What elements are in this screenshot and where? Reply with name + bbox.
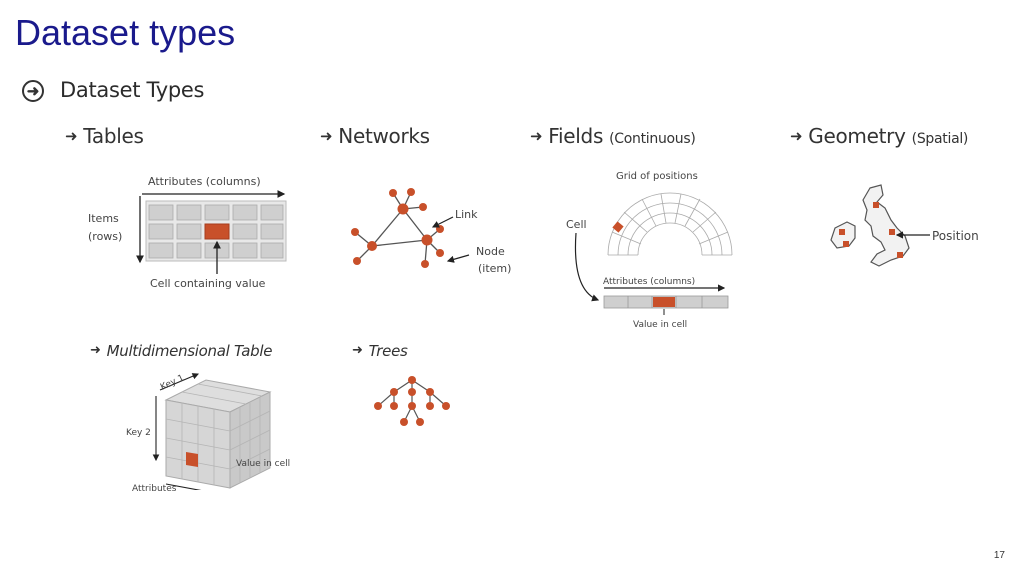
- trees-heading: ➜ Trees: [352, 342, 408, 360]
- tables-heading-text: Tables: [83, 124, 144, 148]
- tables-cell-label: Cell containing value: [150, 277, 266, 290]
- networks-node-label: Node: [476, 245, 505, 258]
- table-diagram: [136, 190, 287, 274]
- tables-rows-label: (rows): [88, 230, 123, 243]
- geometry-position-label: Position: [932, 229, 979, 243]
- networks-item-label: (item): [478, 262, 512, 275]
- fields-heading-text: Fields: [548, 124, 604, 148]
- network-diagram: [351, 188, 470, 268]
- trees-heading-text: Trees: [368, 342, 408, 360]
- multidim-heading-text: Multidimensional Table: [106, 342, 273, 360]
- geometry-heading: ➜ Geometry (Spatial): [790, 124, 968, 148]
- multidim-key2-label: Key 2: [126, 428, 151, 438]
- tables-items-label: Items: [88, 212, 119, 225]
- fields-columns-label: Attributes (columns): [603, 277, 696, 287]
- geometry-map: [830, 184, 930, 267]
- multidim-cube: [152, 373, 272, 490]
- fields-grid-label: Grid of positions: [616, 171, 698, 182]
- fields-value-label: Value in cell: [633, 320, 688, 330]
- arrow-icon: ➜: [320, 127, 333, 145]
- circle-arrow-icon: ➜: [22, 80, 44, 102]
- networks-heading-text: Networks: [338, 124, 430, 148]
- fields-heading-sub: (Continuous): [609, 131, 696, 147]
- networks-heading: ➜ Networks: [320, 124, 430, 148]
- multidim-attributes-label: Attributes: [132, 484, 177, 494]
- tree-diagram: [374, 376, 450, 426]
- arrow-icon: ➜: [65, 127, 78, 145]
- field-diagram: [574, 192, 733, 315]
- fields-heading: ➜ Fields (Continuous): [530, 124, 696, 148]
- fields-cell-label: Cell: [566, 218, 587, 231]
- geometry-heading-sub: (Spatial): [911, 131, 969, 147]
- networks-link-label: Link: [455, 208, 478, 221]
- geometry-heading-text: Geometry: [808, 124, 906, 148]
- tables-columns-label: Attributes (columns): [148, 175, 261, 188]
- multidim-value-label: Value in cell: [236, 459, 291, 469]
- tables-heading: ➜ Tables: [65, 124, 144, 148]
- arrow-icon: ➜: [90, 343, 101, 358]
- arrow-icon: ➜: [530, 127, 543, 145]
- arrow-icon: ➜: [352, 343, 363, 358]
- page-number: 17: [993, 550, 1005, 561]
- slide-title: Dataset types: [15, 12, 236, 53]
- section-title: Dataset Types: [60, 78, 205, 102]
- arrow-icon: ➜: [790, 127, 803, 145]
- multidim-heading: ➜ Multidimensional Table: [90, 342, 272, 360]
